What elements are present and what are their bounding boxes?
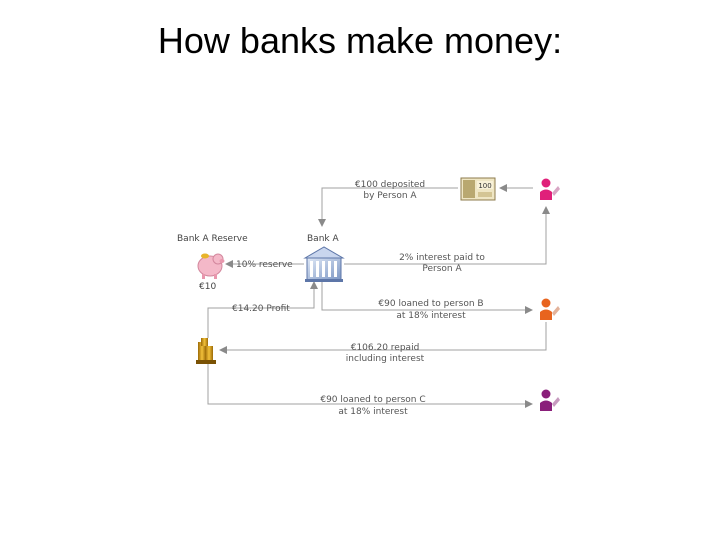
reserve-amount-label: €10: [199, 282, 216, 292]
connector-lines: [207, 184, 550, 408]
bank-a-reserve-label: Bank A Reserve: [177, 234, 248, 244]
deposit-label-line2: by Person A: [363, 191, 417, 201]
repaid-label-line1: €106.20 repaid: [351, 343, 420, 353]
interest-label-line1: 2% interest paid to: [399, 253, 485, 263]
loan-c-label-line2: at 18% interest: [338, 407, 408, 417]
interest-label-line2: Person A: [422, 264, 462, 274]
banknote-icon: 100: [460, 177, 496, 201]
reserve-label: 10% reserve: [236, 260, 293, 270]
loan-b-label-line2: at 18% interest: [396, 311, 466, 321]
repaid-label-line2: including interest: [346, 354, 425, 364]
bank-a-label: Bank A: [307, 234, 339, 244]
person-c-icon: [540, 389, 560, 411]
repaid-arrow: [219, 322, 547, 354]
profit-arrow: [207, 281, 318, 338]
gold-coins-icon: [196, 338, 216, 364]
profit-label: €14.20 Profit: [232, 304, 290, 314]
slide-title: How banks make money:: [157, 20, 563, 61]
person-a-icon: [540, 178, 560, 200]
interest-arrow: [344, 206, 550, 265]
deposit-arrow: [318, 187, 458, 227]
loan-c-label-line1: €90 loaned to person C: [320, 395, 425, 405]
svg-text:100: 100: [478, 182, 491, 190]
loan-b-arrow: [321, 282, 533, 314]
person-b-icon: [540, 298, 560, 320]
deposit-label-line1: €100 deposited: [355, 180, 425, 190]
piggy-bank-icon: [197, 253, 225, 279]
bank-building-icon: [303, 246, 345, 282]
loan-b-label-line1: €90 loaned to person B: [378, 299, 483, 309]
loan-c-arrow: [207, 364, 533, 408]
